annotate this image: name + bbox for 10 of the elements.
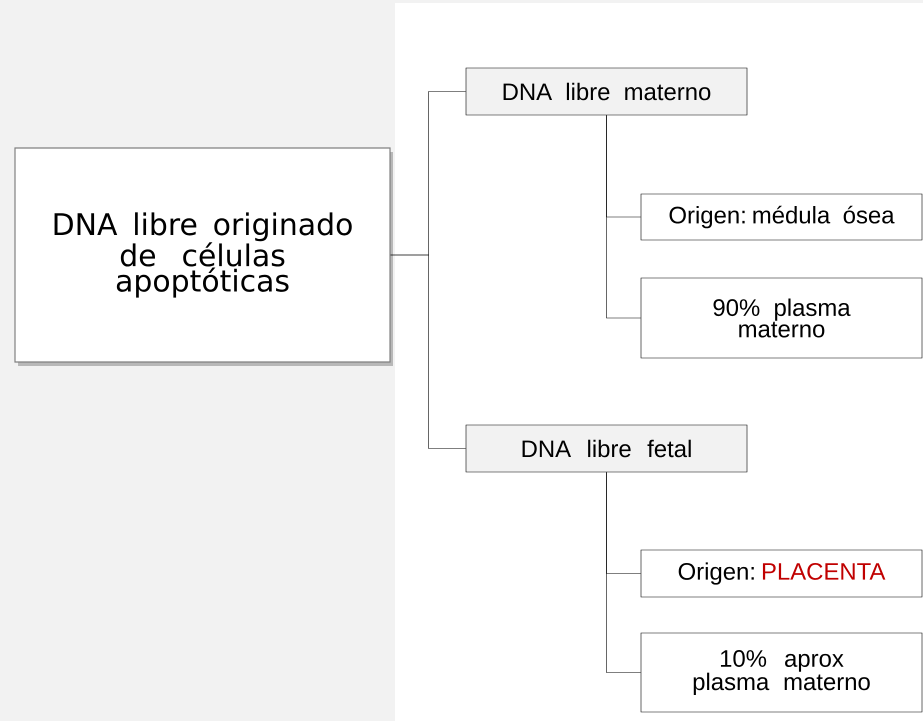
connector-line <box>606 472 641 673</box>
topic-box: DNA libre originado de células apoptóticas <box>14 147 393 366</box>
connector-line <box>606 115 641 318</box>
connector-line <box>390 254 466 449</box>
category-box: DNA libre fetal <box>466 424 748 472</box>
detail-box: 90% plasma materno <box>640 278 922 358</box>
detail-box: Origen: PLACENTA <box>640 550 922 598</box>
detail-box: 10% aprox plasma materno <box>640 632 922 712</box>
detail-box: Origen: médula ósea <box>640 194 922 240</box>
category-box: DNA libre materno <box>466 68 748 116</box>
